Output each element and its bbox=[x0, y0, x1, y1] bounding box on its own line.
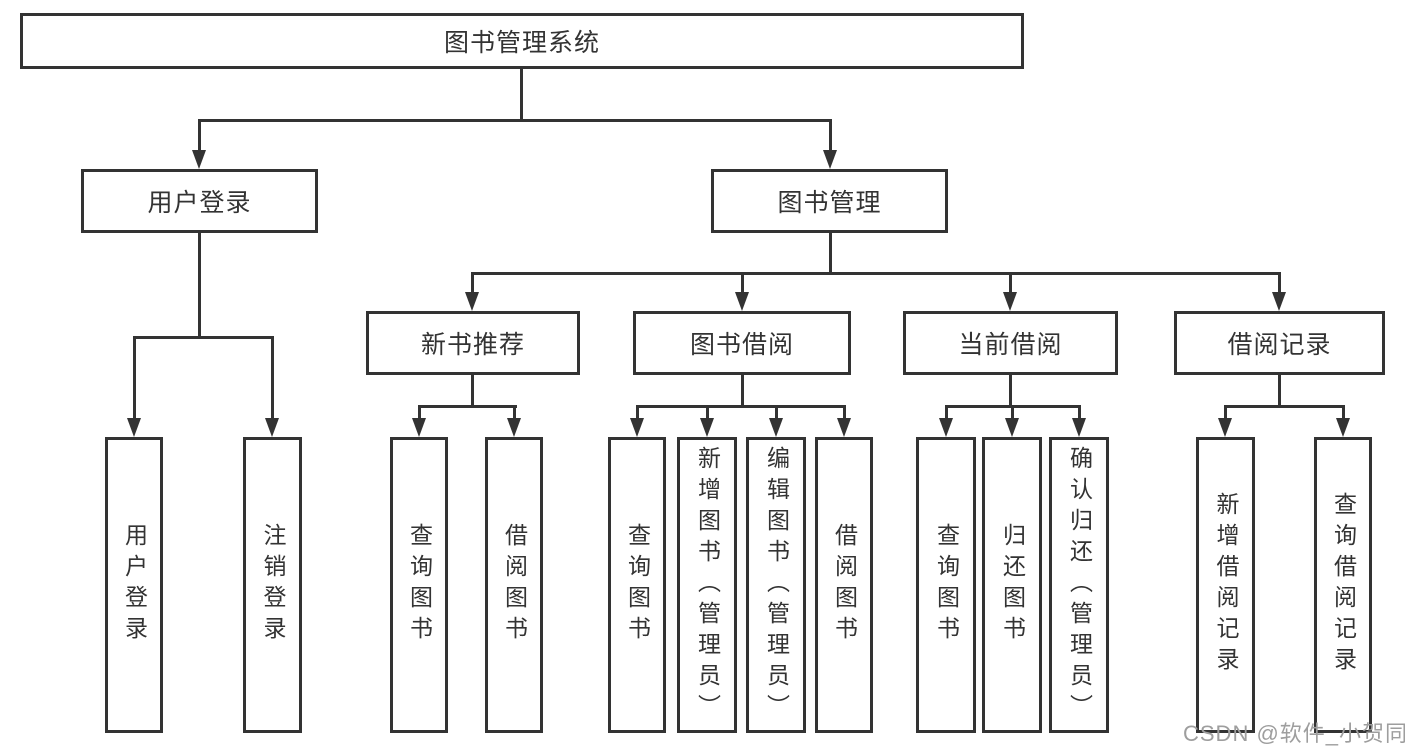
arrow-down-icon bbox=[465, 292, 479, 311]
node-bb-add-books: 新增图书（管理员） bbox=[677, 437, 737, 733]
edge-to-rec-query bbox=[418, 405, 421, 421]
edge-new-book-rec-stem bbox=[471, 375, 474, 408]
edge-to-cb-confirm bbox=[1078, 405, 1081, 421]
node-br-add-record: 新增借阅记录 bbox=[1196, 437, 1255, 733]
arrow-down-icon bbox=[735, 292, 749, 311]
arrow-down-icon bbox=[265, 418, 279, 437]
node-bb-query-books: 查询图书 bbox=[608, 437, 666, 733]
node-bb-edit-books: 编辑图书（管理员） bbox=[746, 437, 806, 733]
node-rec-borrow-books: 借阅图书 bbox=[485, 437, 543, 733]
edge-root-stem bbox=[520, 69, 523, 119]
edge-to-borrow-records bbox=[1278, 272, 1281, 294]
arrow-down-icon bbox=[700, 418, 714, 437]
node-current-borrow: 当前借阅 bbox=[903, 311, 1118, 375]
edge-l3-connector bbox=[471, 272, 1281, 275]
edge-to-bb-edit bbox=[775, 405, 778, 421]
node-br-query-record: 查询借阅记录 bbox=[1314, 437, 1372, 733]
edge-borrow-records-connector bbox=[1224, 405, 1344, 408]
arrow-down-icon bbox=[1336, 418, 1350, 437]
edge-to-new-book-rec bbox=[471, 272, 474, 294]
arrow-down-icon bbox=[837, 418, 851, 437]
arrow-down-icon bbox=[1272, 292, 1286, 311]
node-cb-confirm-return: 确认归还（管理员） bbox=[1049, 437, 1109, 733]
node-root: 图书管理系统 bbox=[20, 13, 1024, 69]
node-leaf-user-login: 用户登录 bbox=[105, 437, 163, 733]
edge-borrow-records-stem bbox=[1278, 375, 1281, 408]
edge-book-borrow-stem bbox=[741, 375, 744, 408]
arrow-down-icon bbox=[1218, 418, 1232, 437]
node-cb-query-books: 查询图书 bbox=[916, 437, 976, 733]
node-book-mgmt: 图书管理 bbox=[711, 169, 948, 233]
edge-to-bb-add bbox=[706, 405, 709, 421]
edge-to-current-borrow bbox=[1009, 272, 1012, 294]
arrow-down-icon bbox=[939, 418, 953, 437]
edge-new-book-rec-connector bbox=[418, 405, 517, 408]
arrow-down-icon bbox=[630, 418, 644, 437]
edge-to-cb-return bbox=[1011, 405, 1014, 421]
arrow-down-icon bbox=[1005, 418, 1019, 437]
node-borrow-records: 借阅记录 bbox=[1174, 311, 1385, 375]
edge-to-cb-query bbox=[945, 405, 948, 421]
edge-l2-connector bbox=[198, 119, 832, 122]
edge-book-mgmt-stem bbox=[829, 233, 832, 274]
edge-to-leaf-user-login bbox=[133, 336, 136, 421]
edge-to-bb-query bbox=[636, 405, 639, 421]
node-user-login: 用户登录 bbox=[81, 169, 318, 233]
edge-to-book-mgmt bbox=[829, 119, 832, 153]
edge-to-leaf-logout bbox=[271, 336, 274, 421]
node-bb-borrow-books: 借阅图书 bbox=[815, 437, 873, 733]
edge-user-login-stem bbox=[198, 233, 201, 339]
edge-current-borrow-stem bbox=[1009, 375, 1012, 408]
edge-to-bb-borrow bbox=[843, 405, 846, 421]
node-new-book-rec: 新书推荐 bbox=[366, 311, 580, 375]
arrow-down-icon bbox=[192, 150, 206, 169]
arrow-down-icon bbox=[823, 150, 837, 169]
arrow-down-icon bbox=[1003, 292, 1017, 311]
watermark-text: CSDN @软件_小贺同学 bbox=[1183, 721, 1405, 746]
edge-to-user-login bbox=[198, 119, 201, 153]
edge-book-borrow-connector bbox=[636, 405, 846, 408]
node-cb-return-books: 归还图书 bbox=[982, 437, 1042, 733]
edge-to-br-query bbox=[1342, 405, 1345, 421]
arrow-down-icon bbox=[127, 418, 141, 437]
edge-user-login-connector bbox=[133, 336, 274, 339]
edge-to-book-borrow bbox=[741, 272, 744, 294]
arrow-down-icon bbox=[1072, 418, 1086, 437]
node-book-borrow: 图书借阅 bbox=[633, 311, 851, 375]
edge-to-rec-borrow bbox=[513, 405, 516, 421]
arrow-down-icon bbox=[412, 418, 426, 437]
arrow-down-icon bbox=[769, 418, 783, 437]
arrow-down-icon bbox=[507, 418, 521, 437]
node-leaf-logout: 注销登录 bbox=[243, 437, 302, 733]
node-rec-query-books: 查询图书 bbox=[390, 437, 448, 733]
edge-to-br-add bbox=[1224, 405, 1227, 421]
